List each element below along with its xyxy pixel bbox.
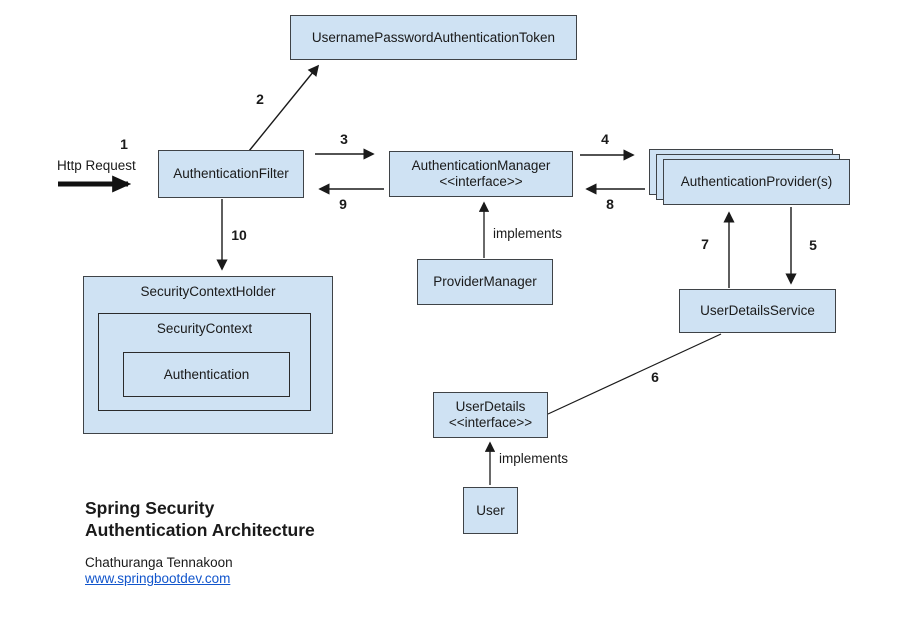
edge-label-6: 6 <box>651 369 659 385</box>
node-label: AuthenticationManager <box>411 158 551 173</box>
node-label: UserDetailsService <box>700 303 815 318</box>
edge-label-10: 10 <box>231 227 247 243</box>
node-user-details-service: UserDetailsService <box>679 289 836 333</box>
node-label: AuthenticationProvider(s) <box>680 174 833 189</box>
edge-label-9: 9 <box>339 196 347 212</box>
node-stereotype: <<interface>> <box>439 174 523 189</box>
edge-label-7: 7 <box>701 236 709 252</box>
diagram-title-line1: Spring Security <box>85 498 215 518</box>
website-link[interactable]: www.springbootdev.com <box>85 571 231 586</box>
edge-label-8: 8 <box>606 196 614 212</box>
edge-label-http-request: Http Request <box>57 158 136 173</box>
node-username-password-authentication-token: UsernamePasswordAuthenticationToken <box>290 15 577 60</box>
node-security-context-holder: SecurityContextHolder SecurityContext Au… <box>83 276 333 434</box>
edge-label-3: 3 <box>340 131 348 147</box>
edge-2 <box>248 64 320 152</box>
node-label: User <box>476 502 505 518</box>
node-user: User <box>463 487 518 534</box>
edge-label-implements-user: implements <box>499 451 569 466</box>
edge-label-1: 1 <box>120 136 128 152</box>
node-label: Authentication <box>163 367 250 382</box>
node-authentication: Authentication <box>123 352 290 397</box>
node-security-context: SecurityContext Authentication <box>98 313 311 411</box>
edge-label-5: 5 <box>809 237 817 253</box>
node-label: ProviderManager <box>433 274 537 289</box>
edge-label-implements-manager: implements <box>493 226 563 241</box>
node-label: UserDetails <box>455 399 526 414</box>
edge-6 <box>547 333 722 415</box>
node-label: SecurityContextHolder <box>140 284 276 299</box>
diagram-title-line2: Authentication Architecture <box>85 519 315 540</box>
author-name: Chathuranga Tennakoon <box>85 555 233 570</box>
edge-label-4: 4 <box>601 131 609 147</box>
node-provider-manager: ProviderManager <box>417 259 553 305</box>
node-label: AuthenticationFilter <box>173 166 289 181</box>
diagram-title: Spring Security Authentication Architect… <box>85 498 315 541</box>
node-stereotype: <<interface>> <box>448 415 533 430</box>
node-user-details: UserDetails <<interface>> <box>433 392 548 438</box>
node-authentication-providers: AuthenticationProvider(s) <box>663 159 850 205</box>
node-authentication-manager: AuthenticationManager <<interface>> <box>389 151 573 197</box>
node-label: SecurityContext <box>156 321 253 336</box>
node-authentication-filter: AuthenticationFilter <box>158 150 304 198</box>
node-label: UsernamePasswordAuthenticationToken <box>311 29 556 45</box>
edge-label-2: 2 <box>256 91 264 107</box>
